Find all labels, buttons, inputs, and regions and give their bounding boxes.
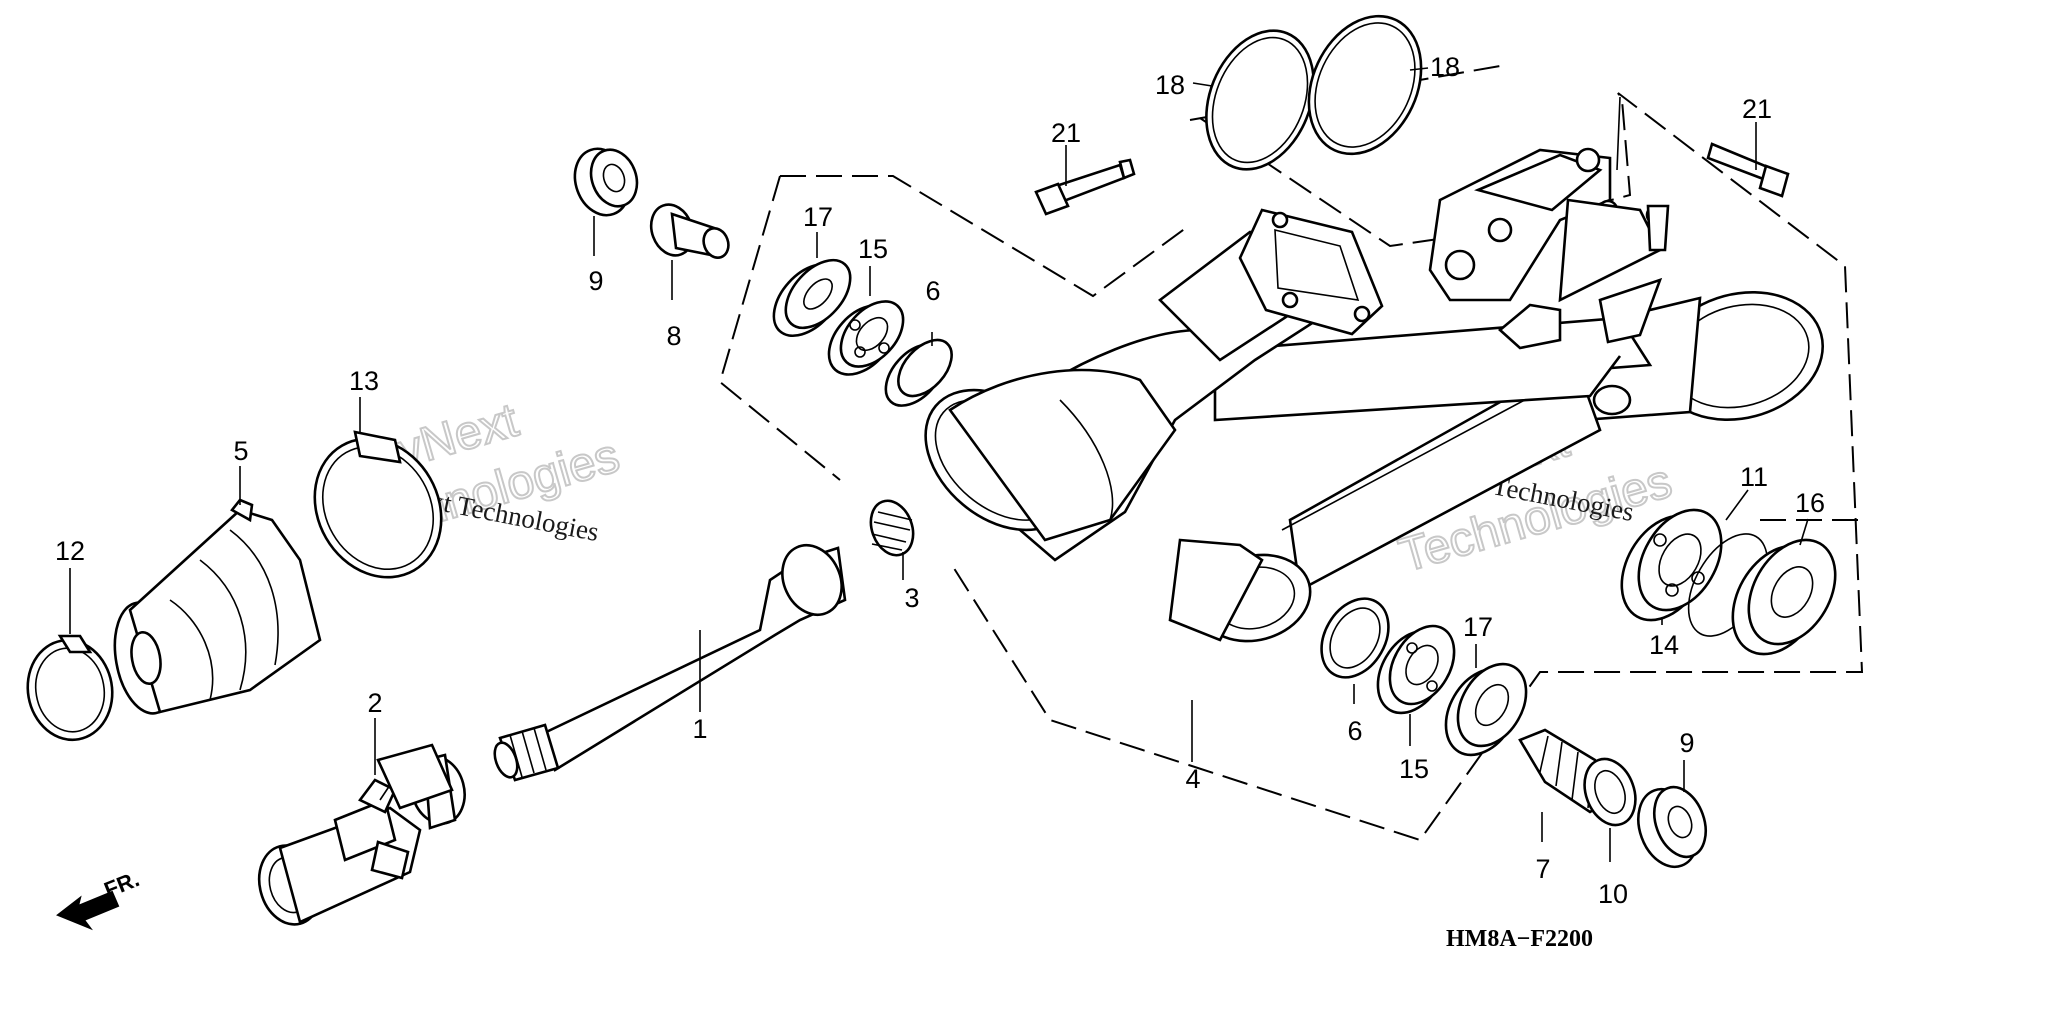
callout-18-left: 18 [1155, 70, 1185, 100]
callout-16: 16 [1795, 488, 1825, 518]
clip-10 [1583, 757, 1637, 827]
callout-8: 8 [666, 321, 681, 351]
seal-9-lower [1637, 785, 1707, 869]
callout-9-lower: 9 [1679, 728, 1694, 758]
o-ring-18 [1205, 14, 1423, 171]
bearing-15-lower [1376, 624, 1456, 715]
collar-6-upper [884, 338, 953, 407]
callout-18-right: 18 [1430, 52, 1460, 82]
swingarm [924, 147, 1825, 643]
callout-11: 11 [1740, 462, 1768, 492]
assembly-outline [718, 65, 1864, 842]
callout-10: 10 [1598, 879, 1628, 909]
bolt-21-left [1034, 158, 1136, 216]
callout-17-lower: 17 [1463, 612, 1493, 642]
seal-17-lower [1444, 662, 1528, 757]
bearing-14 [1620, 508, 1723, 622]
callout-12: 12 [55, 536, 85, 566]
callout-17-upper: 17 [803, 202, 833, 232]
callout-21-left: 21 [1051, 118, 1081, 148]
bolt-21-right [1706, 142, 1790, 198]
band-12 [26, 634, 114, 742]
callout-13: 13 [349, 366, 379, 396]
drive-shaft-1 [493, 543, 847, 782]
seal-9-upper [573, 147, 639, 217]
callout-21-right: 21 [1742, 94, 1772, 124]
callout-2: 2 [367, 688, 382, 718]
plug-8 [649, 203, 730, 259]
boot-5 [113, 498, 322, 715]
callout-15-lower: 15 [1399, 754, 1429, 784]
front-arrow: FR. [56, 866, 143, 931]
u-joint-2 [257, 743, 466, 926]
callout-15-upper: 15 [858, 234, 888, 264]
bearing-15-upper [827, 300, 905, 376]
callout-6-upper: 6 [925, 276, 940, 306]
arrow-left-icon [56, 890, 120, 931]
spring-3 [869, 499, 915, 557]
diagram-code: HM8A−F2200 [1446, 926, 1593, 952]
front-label: FR. [101, 866, 143, 902]
callout-1: 1 [692, 714, 707, 744]
callouts: 1 2 3 4 5 6 6 7 8 9 9 10 11 12 13 14 15 … [55, 52, 1825, 909]
collar-6-lower [1320, 597, 1390, 679]
callout-7: 7 [1535, 854, 1550, 884]
callout-6-lower: 6 [1347, 716, 1362, 746]
seal-17-upper [772, 258, 852, 338]
callout-5: 5 [233, 436, 248, 466]
callout-9-upper: 9 [588, 266, 603, 296]
callout-14: 14 [1649, 630, 1679, 660]
seal-16 [1731, 538, 1837, 656]
leader-lines [69, 67, 1809, 862]
callout-4: 4 [1185, 764, 1200, 794]
band-13 [313, 430, 443, 579]
callout-3: 3 [904, 583, 919, 613]
